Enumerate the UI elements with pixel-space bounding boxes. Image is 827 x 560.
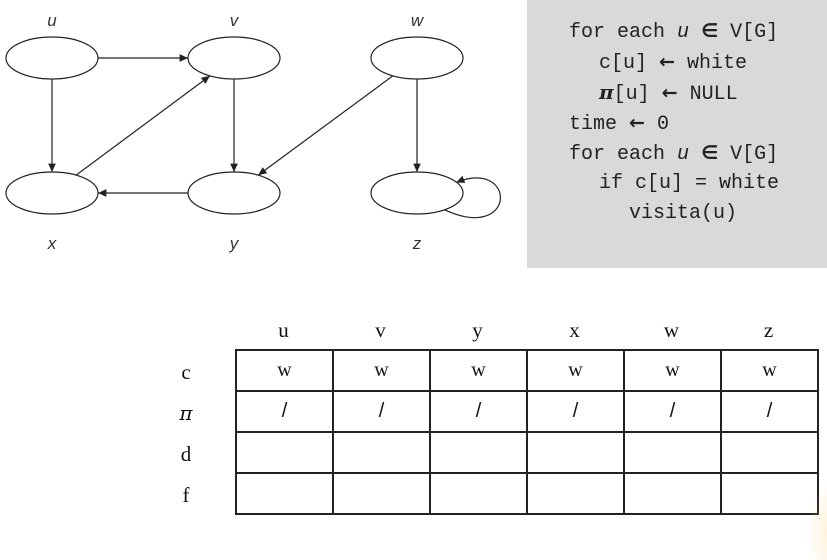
- table-row-pi: //////: [235, 390, 819, 433]
- cell-pi-z: /: [720, 390, 819, 433]
- pseudocode-panel: for each u ∈ V[G] c[u] ← white π[u] ← NULL…: [527, 0, 827, 268]
- edge-z-z-self-loop: [444, 175, 501, 219]
- cell-f-v: [332, 472, 431, 515]
- cell-pi-v: /: [332, 390, 431, 433]
- column-header-v: v: [375, 318, 386, 342]
- cell-d-u: [235, 431, 334, 474]
- graph-edges: [48, 54, 501, 219]
- node-label-x: x: [47, 234, 57, 253]
- node-label-w: w: [411, 11, 425, 30]
- column-header-w: w: [663, 318, 680, 342]
- pseudocode-line-6: if c[u] = white: [599, 171, 780, 195]
- pseudocode-line-7: visita(u): [629, 202, 738, 225]
- cell-d-y: [429, 431, 528, 474]
- pseudocode-line-5: for each u ∈ V[G]: [569, 142, 779, 166]
- edge-x-v: [75, 75, 211, 176]
- node-w: [370, 36, 464, 80]
- graph-node-labels: u v w x y z: [47, 11, 425, 253]
- pseudocode-line-4: time ← 0: [569, 111, 669, 136]
- node-u: [5, 36, 99, 80]
- cell-f-z: [720, 472, 819, 515]
- cell-c-u: w: [235, 349, 334, 392]
- table-row-d: [235, 431, 819, 474]
- node-x: [5, 171, 99, 215]
- directed-graph: u v w x y z: [5, 11, 501, 253]
- row-header-c: c: [181, 360, 191, 384]
- cell-d-v: [332, 431, 431, 474]
- cell-d-x: [526, 431, 625, 474]
- pseudocode-line-1: for each u ∈ V[G]: [569, 20, 779, 44]
- table-row-f: [235, 472, 819, 515]
- node-label-v: v: [230, 11, 240, 30]
- node-label-z: z: [412, 234, 422, 253]
- cell-pi-x: /: [526, 390, 625, 433]
- edge-w-y: [257, 75, 394, 176]
- cell-c-x: w: [526, 349, 625, 392]
- cell-c-w: w: [623, 349, 722, 392]
- column-header-u: u: [278, 318, 289, 342]
- cell-f-u: [235, 472, 334, 515]
- cell-f-x: [526, 472, 625, 515]
- cell-pi-y: /: [429, 390, 528, 433]
- cell-pi-u: /: [235, 390, 334, 433]
- row-header-d: d: [180, 442, 192, 466]
- node-y: [187, 171, 281, 215]
- cell-f-y: [429, 472, 528, 515]
- column-header-x: x: [569, 318, 580, 342]
- cell-d-w: [623, 431, 722, 474]
- cell-d-z: [720, 431, 819, 474]
- row-header-pi: π: [179, 401, 193, 425]
- node-z: [370, 171, 464, 215]
- pseudocode-line-2: c[u] ← white: [599, 50, 747, 75]
- decorative-glow: [805, 470, 827, 560]
- node-v: [187, 36, 281, 80]
- row-header-f: f: [182, 483, 190, 507]
- node-label-u: u: [47, 11, 57, 30]
- cell-c-y: w: [429, 349, 528, 392]
- pseudocode-line-3: π[u] ← NULL: [599, 80, 738, 106]
- cell-c-z: w: [720, 349, 819, 392]
- column-header-z: z: [763, 318, 774, 342]
- cell-pi-w: /: [623, 390, 722, 433]
- cell-c-v: w: [332, 349, 431, 392]
- graph-nodes: [5, 36, 464, 215]
- node-label-y: y: [229, 234, 240, 253]
- column-header-y: y: [472, 318, 483, 342]
- cell-f-w: [623, 472, 722, 515]
